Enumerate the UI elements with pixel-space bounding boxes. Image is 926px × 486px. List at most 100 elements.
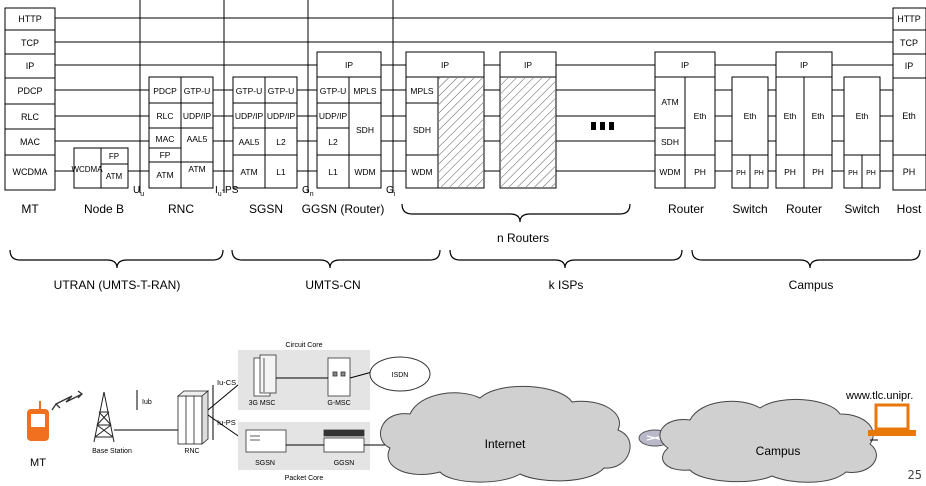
r4-eth-left: Eth [784, 111, 797, 121]
r3-atm: ATM [661, 97, 678, 107]
rnc-atm-right: ATM [188, 164, 205, 174]
sgsn-aal5: AAL5 [239, 137, 260, 147]
laptop-icon [868, 403, 916, 436]
sw1-ph-right: PH [754, 170, 764, 177]
ggsn-device-icon [323, 429, 365, 453]
isdn-cloud-icon [369, 356, 431, 392]
msc-3g-icon [253, 354, 277, 397]
bottom-label-internet: Internet [485, 437, 526, 451]
r4-ip: IP [800, 60, 808, 70]
label-host: Host [897, 202, 922, 216]
sgsn-udpip-right: UDP/IP [267, 111, 296, 121]
gmsc-icon [327, 357, 351, 397]
brace-routers: n Routers [497, 231, 549, 245]
bottom-label-iub: Iub [142, 399, 152, 406]
interface-labels: Uu Iu-PS Gn Gi [133, 185, 396, 198]
rnc-aal5: AAL5 [187, 134, 208, 144]
r3-wdm: WDM [659, 167, 680, 177]
interface-gi: Gi [386, 185, 396, 198]
label-nodeb: Node B [84, 202, 124, 216]
campus-switch-2: Eth PH PH [843, 76, 881, 189]
label-sgsn: SGSN [249, 202, 283, 216]
interface-uu: Uu [133, 185, 144, 198]
campus-router-2: IP Eth PH Eth PH [775, 51, 833, 189]
dashed-links [556, 115, 653, 142]
base-station-tower-icon [93, 391, 115, 443]
mt-phone-icon [27, 401, 49, 441]
internet-cloud-icon [380, 385, 631, 483]
page-number: 25 [907, 468, 922, 482]
interface-iups: Iu-PS [215, 185, 239, 198]
campus-switch-1: Eth PH PH [731, 76, 769, 189]
rnc-pdcp: PDCP [153, 86, 177, 96]
bottom-label-3g-msc: 3G MSC [249, 400, 276, 407]
interface-lines [139, 0, 394, 193]
label-switch-2: Switch [844, 202, 879, 216]
sw1-ph-left: PH [736, 170, 746, 177]
bottom-label-base-station: Base Station [92, 448, 132, 455]
gmsc-isdn-link [349, 371, 373, 379]
sgsn-device-icon [245, 429, 287, 453]
sw2-ph-right: PH [866, 170, 876, 177]
label-rnc: RNC [168, 202, 194, 216]
bottom-label-rnc: RNC [184, 448, 199, 455]
isp-router-2: IP [499, 51, 557, 189]
nodeb-atm: ATM [106, 172, 123, 181]
sgsn-l2: L2 [276, 137, 286, 147]
brace-isps: k ISPs [549, 278, 584, 292]
isp-router-1: IP MPLS SDH WDM [405, 51, 485, 189]
isp1-ip: IP [441, 60, 449, 70]
node-labels: MT Node B RNC SGSN GGSN (Router) Router … [21, 202, 922, 216]
sw1-eth: Eth [744, 111, 757, 121]
rnc-atm-left: ATM [156, 170, 173, 180]
ggsn-wdm: WDM [354, 167, 375, 177]
rnc-stack: PDCP RLC MAC FP ATM GTP-U UDP/IP AAL5 AT… [148, 76, 214, 189]
rnc-udpip: UDP/IP [183, 111, 212, 121]
sgsn-udpip-left: UDP/IP [235, 111, 264, 121]
ggsn-l2: L2 [328, 137, 338, 147]
bottom-label-host-url: www.tlc.unipr. [845, 390, 913, 402]
host-stack: HTTP TCP IP Eth PH [892, 7, 926, 191]
ggsn-ip: IP [345, 60, 353, 70]
mt-stack: HTTP TCP IP PDCP RLC MAC WCDMA [4, 7, 56, 191]
bottom-label-sgsn: SGSN [255, 460, 275, 467]
isp1-mpls: MPLS [410, 86, 433, 96]
bottom-label-isdn: ISDN [392, 372, 409, 379]
sgsn-l1: L1 [276, 167, 286, 177]
r3-sdh: SDH [661, 137, 679, 147]
label-switch-1: Switch [732, 202, 767, 216]
isp2-ip: IP [524, 60, 532, 70]
rnc-fp: FP [160, 150, 171, 160]
ellipsis-dots [591, 122, 614, 130]
bottom-label-gmsc: G-MSC [327, 400, 350, 407]
label-router-2: Router [786, 202, 822, 216]
ggsn-udpip: UDP/IP [319, 111, 348, 121]
host-eth: Eth [902, 111, 916, 121]
interface-gn: Gn [302, 185, 314, 198]
campus-cloud-icon [659, 398, 877, 483]
ggsn-l1: L1 [328, 167, 338, 177]
nodeb-fp: FP [109, 152, 119, 161]
mt-layer-rlc: RLC [21, 112, 40, 122]
host-ip: IP [905, 61, 914, 71]
rnc-mac: MAC [156, 134, 175, 144]
nodeb-stack: WCDMA FP ATM [71, 147, 129, 189]
bottom-label-iucs: Iu-CS [217, 378, 236, 387]
r4-eth-right: Eth [812, 111, 825, 121]
host-tcp: TCP [900, 38, 918, 48]
label-mt: MT [21, 202, 39, 216]
brace-campus: Campus [789, 278, 834, 292]
bottom-label-ggsn: GGSN [334, 460, 355, 467]
host-ph: PH [903, 167, 916, 177]
bottom-label-campus: Campus [756, 444, 801, 458]
campus-router-1: IP ATM SDH WDM Eth PH [654, 51, 716, 189]
rnc-gtpu: GTP-U [184, 86, 210, 96]
mt-layer-ip: IP [26, 61, 35, 71]
bottom-label-circuit-core: Circuit Core [286, 342, 323, 349]
label-router-1: Router [668, 202, 704, 216]
ggsn-gtpu: GTP-U [320, 86, 346, 96]
r4-ph-right: PH [812, 167, 824, 177]
bottom-label-mt: MT [30, 457, 46, 469]
brace-umtscn: UMTS-CN [305, 278, 360, 292]
